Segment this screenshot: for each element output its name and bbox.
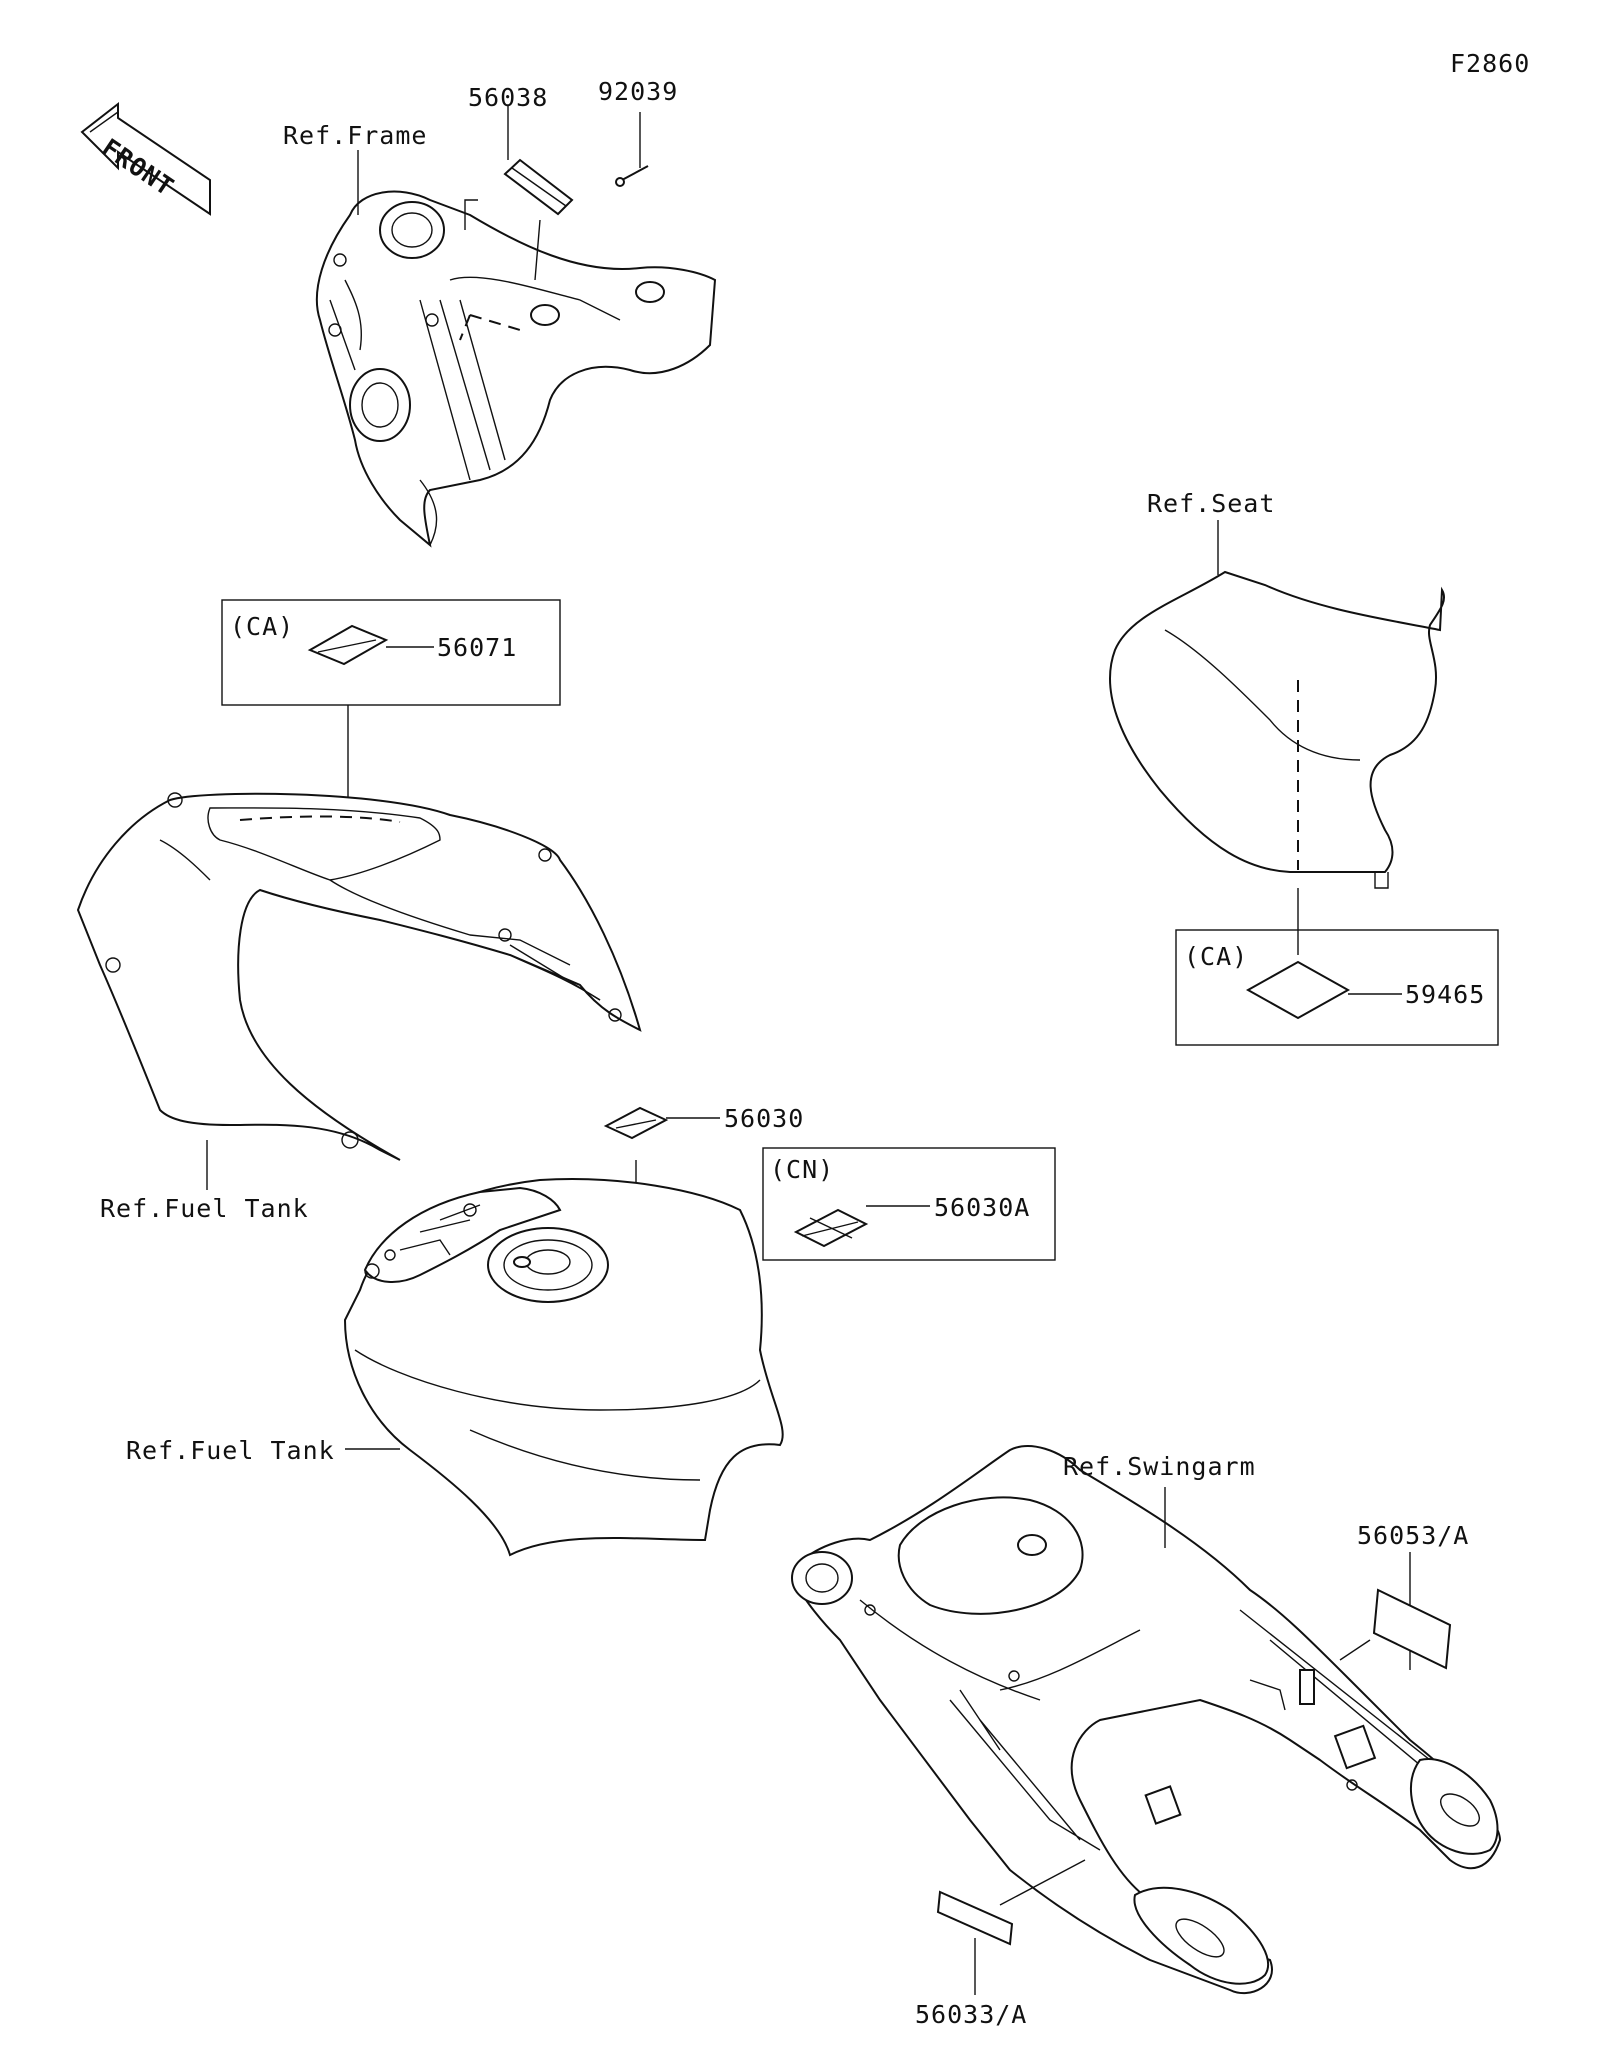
- region-ca-label-tank: (CA): [230, 612, 294, 641]
- swingarm-drawing: [791, 1445, 1502, 1995]
- part-56030-label: 56030: [724, 1104, 804, 1133]
- part-56071-icon: [307, 624, 389, 666]
- part-56033a-icon: [936, 1890, 1014, 1946]
- region-ca-box-56071: [221, 599, 561, 706]
- fuel-tank-drawing: [343, 1178, 784, 1557]
- ref-fuel-tank-label: Ref.Fuel Tank: [126, 1436, 335, 1465]
- part-56030a-label: 56030A: [934, 1193, 1030, 1222]
- part-56038-label: 56038: [468, 83, 548, 112]
- part-56071-label: 56071: [437, 633, 517, 662]
- ref-swingarm-label: Ref.Swingarm: [1063, 1452, 1256, 1481]
- part-56038-icon: [503, 158, 574, 216]
- ref-seat-label: Ref.Seat: [1147, 489, 1275, 518]
- region-ca-label-seat: (CA): [1184, 942, 1248, 971]
- region-cn-label: (CN): [770, 1155, 834, 1184]
- part-56053a-label: 56053/A: [1357, 1521, 1469, 1550]
- part-56030a-icon: [793, 1208, 869, 1248]
- front-arrow-icon: FRONT: [80, 101, 211, 216]
- ref-frame-label: Ref.Frame: [283, 121, 427, 150]
- region-cn-box-56030a: [762, 1147, 1056, 1261]
- ref-fuel-tank-cover-label: Ref.Fuel Tank: [100, 1194, 309, 1223]
- part-56053a-icon: [1372, 1588, 1452, 1670]
- diagram-id: F2860: [1450, 49, 1530, 78]
- frame-drawing: [315, 190, 717, 548]
- part-92039-icon: [615, 165, 649, 187]
- part-59465-icon: [1245, 960, 1351, 1020]
- part-92039-label: 92039: [598, 77, 678, 106]
- part-59465-label: 59465: [1405, 980, 1485, 1009]
- part-56033a-label: 56033/A: [915, 2000, 1027, 2029]
- region-ca-box-59465: [1175, 929, 1499, 1046]
- seat-drawing: [1109, 570, 1446, 889]
- part-56030-icon: [603, 1106, 669, 1140]
- fuel-tank-cover-drawing: [76, 792, 642, 1161]
